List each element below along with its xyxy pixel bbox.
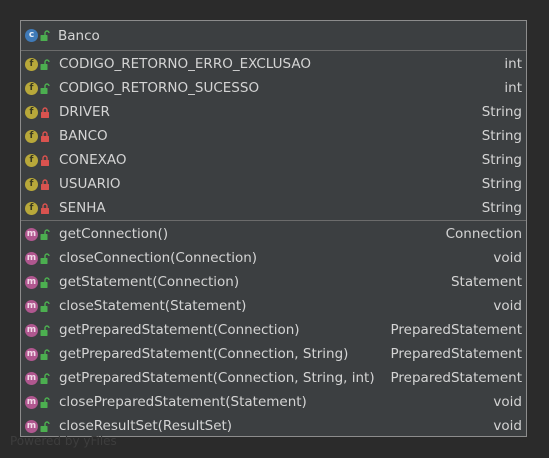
unlocked-icon: [40, 276, 50, 288]
field-type: String: [481, 152, 522, 168]
method-icon: m: [25, 323, 38, 337]
method-row[interactable]: m getStatement(Connection) Statement: [21, 270, 526, 294]
method-type: PreparedStatement: [390, 370, 522, 386]
method-row[interactable]: m getPreparedStatement(Connection, String…: [21, 366, 526, 390]
field-icon: f: [25, 81, 38, 95]
method-row[interactable]: m getPreparedStatement(Connection) Prepare…: [21, 318, 526, 342]
method-name: closePreparedStatement(Statement): [59, 394, 307, 410]
field-row[interactable]: f CODIGO_RETORNO_SUCESSO int: [21, 76, 526, 100]
locked-icon: [41, 154, 49, 166]
field-row[interactable]: f CODIGO_RETORNO_ERRO_EXCLUSAO int: [21, 52, 526, 76]
method-type: void: [493, 298, 522, 314]
unlocked-icon: [40, 396, 50, 408]
field-row[interactable]: f CONEXAO String: [21, 148, 526, 172]
unlocked-icon: [40, 372, 50, 384]
method-name: getPreparedStatement(Connection): [59, 322, 300, 338]
method-type: PreparedStatement: [390, 346, 522, 362]
unlocked-icon: [40, 300, 50, 312]
method-type: Statement: [450, 274, 522, 290]
method-row[interactable]: m closeConnection(Connection) void: [21, 246, 526, 270]
field-row[interactable]: f DRIVER String: [21, 100, 526, 124]
method-type: PreparedStatement: [390, 322, 522, 338]
method-name: closeConnection(Connection): [59, 250, 258, 266]
unlocked-icon: [40, 324, 50, 336]
method-icon: m: [25, 275, 38, 289]
field-name: CONEXAO: [59, 152, 127, 168]
field-row[interactable]: f USUARIO String: [21, 172, 526, 196]
field-row[interactable]: f SENHA String: [21, 196, 526, 220]
locked-icon: [41, 178, 49, 190]
method-icon: m: [25, 227, 38, 241]
method-icon: m: [25, 347, 38, 361]
locked-icon: [41, 202, 49, 214]
field-name: DRIVER: [59, 104, 110, 120]
method-icon: m: [25, 371, 38, 385]
methods-section: m getConnection() Connection m closeConnecti…: [21, 221, 526, 438]
unlocked-icon: [40, 348, 50, 360]
field-name: CODIGO_RETORNO_ERRO_EXCLUSAO: [59, 56, 311, 72]
method-icon: m: [25, 419, 38, 433]
locked-icon: [41, 106, 49, 118]
unlocked-icon: [40, 420, 50, 432]
method-type: void: [493, 418, 522, 434]
method-row[interactable]: m closeResultSet(ResultSet) void: [21, 414, 526, 438]
field-icon: f: [25, 201, 38, 215]
method-type: void: [493, 394, 522, 410]
method-name: getConnection(): [59, 226, 169, 242]
field-name: BANCO: [59, 128, 108, 144]
field-icon: f: [25, 57, 38, 71]
locked-icon: [41, 130, 49, 142]
field-name: CODIGO_RETORNO_SUCESSO: [59, 80, 260, 96]
field-type: String: [481, 104, 522, 120]
method-name: getStatement(Connection): [59, 274, 240, 290]
method-name: closeResultSet(ResultSet): [59, 418, 233, 434]
field-icon: f: [25, 105, 38, 119]
field-icon: f: [25, 177, 38, 191]
field-icon: f: [25, 153, 38, 167]
field-name: SENHA: [59, 200, 106, 216]
method-icon: m: [25, 299, 38, 313]
field-name: USUARIO: [59, 176, 121, 192]
class-icon: c: [25, 29, 38, 42]
method-name: getPreparedStatement(Connection, String,…: [59, 370, 375, 386]
unlocked-icon: [40, 58, 50, 70]
method-type: void: [493, 250, 522, 266]
method-type: Connection: [445, 226, 522, 242]
field-type: String: [481, 200, 522, 216]
unlocked-icon: [40, 82, 50, 94]
unlocked-icon: [40, 252, 50, 264]
class-name: Banco: [58, 27, 100, 44]
method-row[interactable]: m getConnection() Connection: [21, 222, 526, 246]
field-type: String: [481, 128, 522, 144]
method-name: closeStatement(Statement): [59, 298, 247, 314]
field-type: int: [504, 56, 522, 72]
watermark: Powered by yFiles: [10, 434, 117, 448]
class-header: c Banco: [21, 21, 526, 51]
method-icon: m: [25, 251, 38, 265]
field-icon: f: [25, 129, 38, 143]
field-type: int: [504, 80, 522, 96]
method-row[interactable]: m getPreparedStatement(Connection, String…: [21, 342, 526, 366]
method-name: getPreparedStatement(Connection, String): [59, 346, 349, 362]
field-type: String: [481, 176, 522, 192]
method-row[interactable]: m closePreparedStatement(Statement) void: [21, 390, 526, 414]
method-row[interactable]: m closeStatement(Statement) void: [21, 294, 526, 318]
method-icon: m: [25, 395, 38, 409]
unlocked-icon: [40, 228, 50, 240]
field-row[interactable]: f BANCO String: [21, 124, 526, 148]
unlocked-icon: [40, 30, 50, 41]
